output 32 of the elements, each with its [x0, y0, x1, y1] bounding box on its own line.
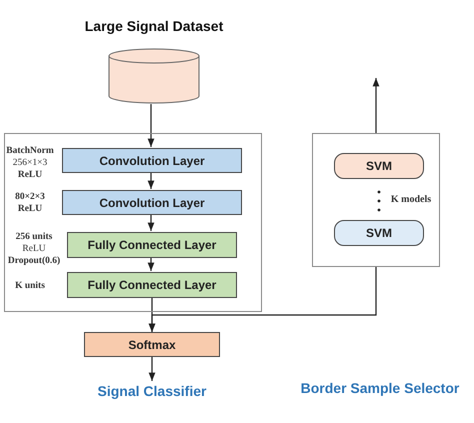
model-box: [334, 153, 424, 179]
layer-parameter: ReLU: [18, 169, 42, 181]
layer-parameter: BatchNorm: [6, 145, 54, 157]
arrow: [372, 78, 380, 133]
layer-label: Convolution Layer: [99, 196, 205, 210]
dataset-title: Large Signal Dataset: [84, 18, 224, 34]
arrow: [148, 257, 154, 271]
arrow: [148, 214, 154, 231]
layer-label: Softmax: [128, 338, 176, 352]
section-caption: Signal Classifier: [72, 381, 232, 401]
layer-parameter: 256×1×3: [12, 157, 48, 169]
group-frame: [312, 133, 440, 267]
section-caption: Border Sample Selector: [300, 380, 460, 396]
arrow: [148, 267, 377, 332]
layer-label: Fully Connected Layer: [88, 278, 216, 292]
layer-parameter: K units: [15, 280, 45, 292]
layer-label: Convolution Layer: [99, 154, 205, 168]
layer-box: [84, 332, 220, 357]
arrow: [148, 104, 154, 147]
annotation: K models: [390, 194, 432, 205]
layer-parameter: 256 units: [16, 231, 52, 243]
layer-label: Fully Connected Layer: [88, 238, 216, 252]
layer-label: SVM: [366, 226, 392, 240]
layer-parameter: ReLU: [22, 243, 46, 255]
arrow: [148, 172, 154, 189]
layer-parameter: Dropout(0.6): [8, 255, 60, 267]
group-frame: [4, 133, 262, 312]
model-box: [334, 220, 424, 246]
layer-label: SVM: [366, 159, 392, 173]
arrow: [148, 357, 156, 381]
layer-parameter: 80×2×3: [15, 191, 45, 203]
layer-parameter: ReLU: [18, 203, 42, 215]
